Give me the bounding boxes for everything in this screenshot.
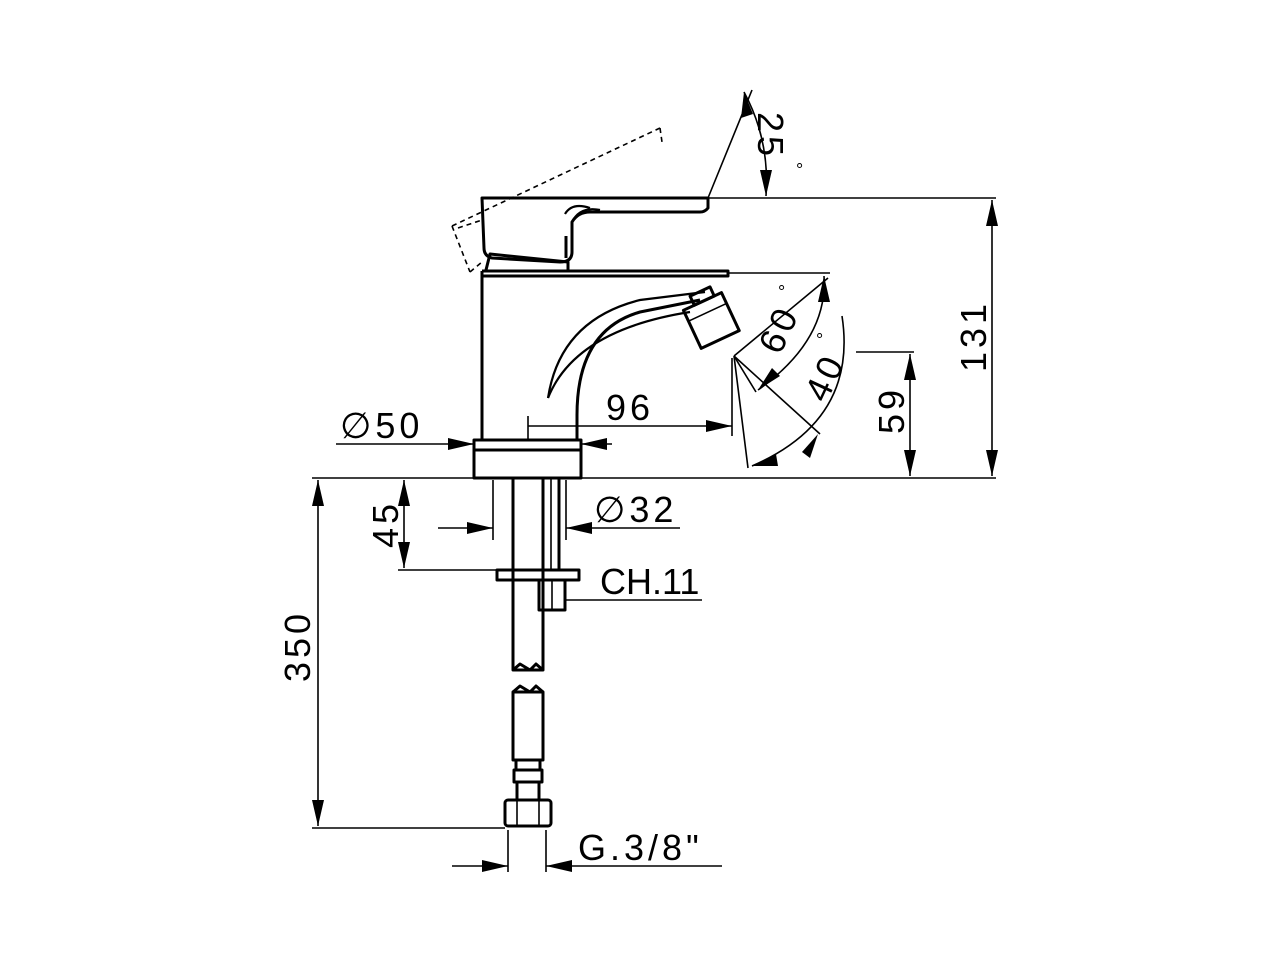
dim-nut-size-label: CH.11	[600, 561, 699, 602]
dim-hose-thread-label: G.3/8"	[578, 827, 703, 868]
dim-spout-reach	[527, 358, 733, 440]
reference-lines	[312, 89, 996, 479]
lever-raised-dashed	[451, 127, 663, 273]
dim-height-total-label: 131	[953, 300, 994, 372]
dim-lever-angle	[741, 91, 772, 197]
handle-base	[484, 236, 570, 271]
dim-spout-angle-a-unit: °	[778, 282, 788, 302]
dim-lever-angle-label: 25	[750, 112, 791, 160]
dim-spout-reach-label: 96	[606, 387, 654, 428]
dim-hole-diameter-label: ∅32	[594, 489, 677, 530]
dim-base-diameter-label: ∅50	[340, 405, 423, 446]
dim-base-diameter	[336, 438, 612, 450]
dim-deck-thickness	[398, 480, 497, 571]
spray-nozzle	[681, 285, 741, 350]
dim-hose-length-label: 350	[277, 610, 318, 682]
faucet-body	[472, 269, 730, 480]
dim-spout-angle-b-label: 40	[796, 347, 853, 408]
dim-deck-thickness-label: 45	[365, 500, 406, 548]
dim-spout-angle-b-unit: °	[816, 330, 826, 350]
lever-handle	[480, 196, 710, 264]
dim-hose-thread	[452, 830, 722, 872]
dim-spout-height-label: 59	[871, 386, 912, 434]
dim-spout-angle-a-label: 60	[750, 299, 807, 360]
dim-height-total	[986, 200, 998, 476]
dim-spout-height	[904, 354, 916, 476]
dim-spout-angles	[733, 275, 845, 469]
dim-lever-angle-unit: °	[796, 160, 806, 180]
flexible-hose	[503, 662, 553, 828]
dim-hole-diameter	[438, 480, 680, 540]
dim-hose-length	[312, 480, 505, 829]
